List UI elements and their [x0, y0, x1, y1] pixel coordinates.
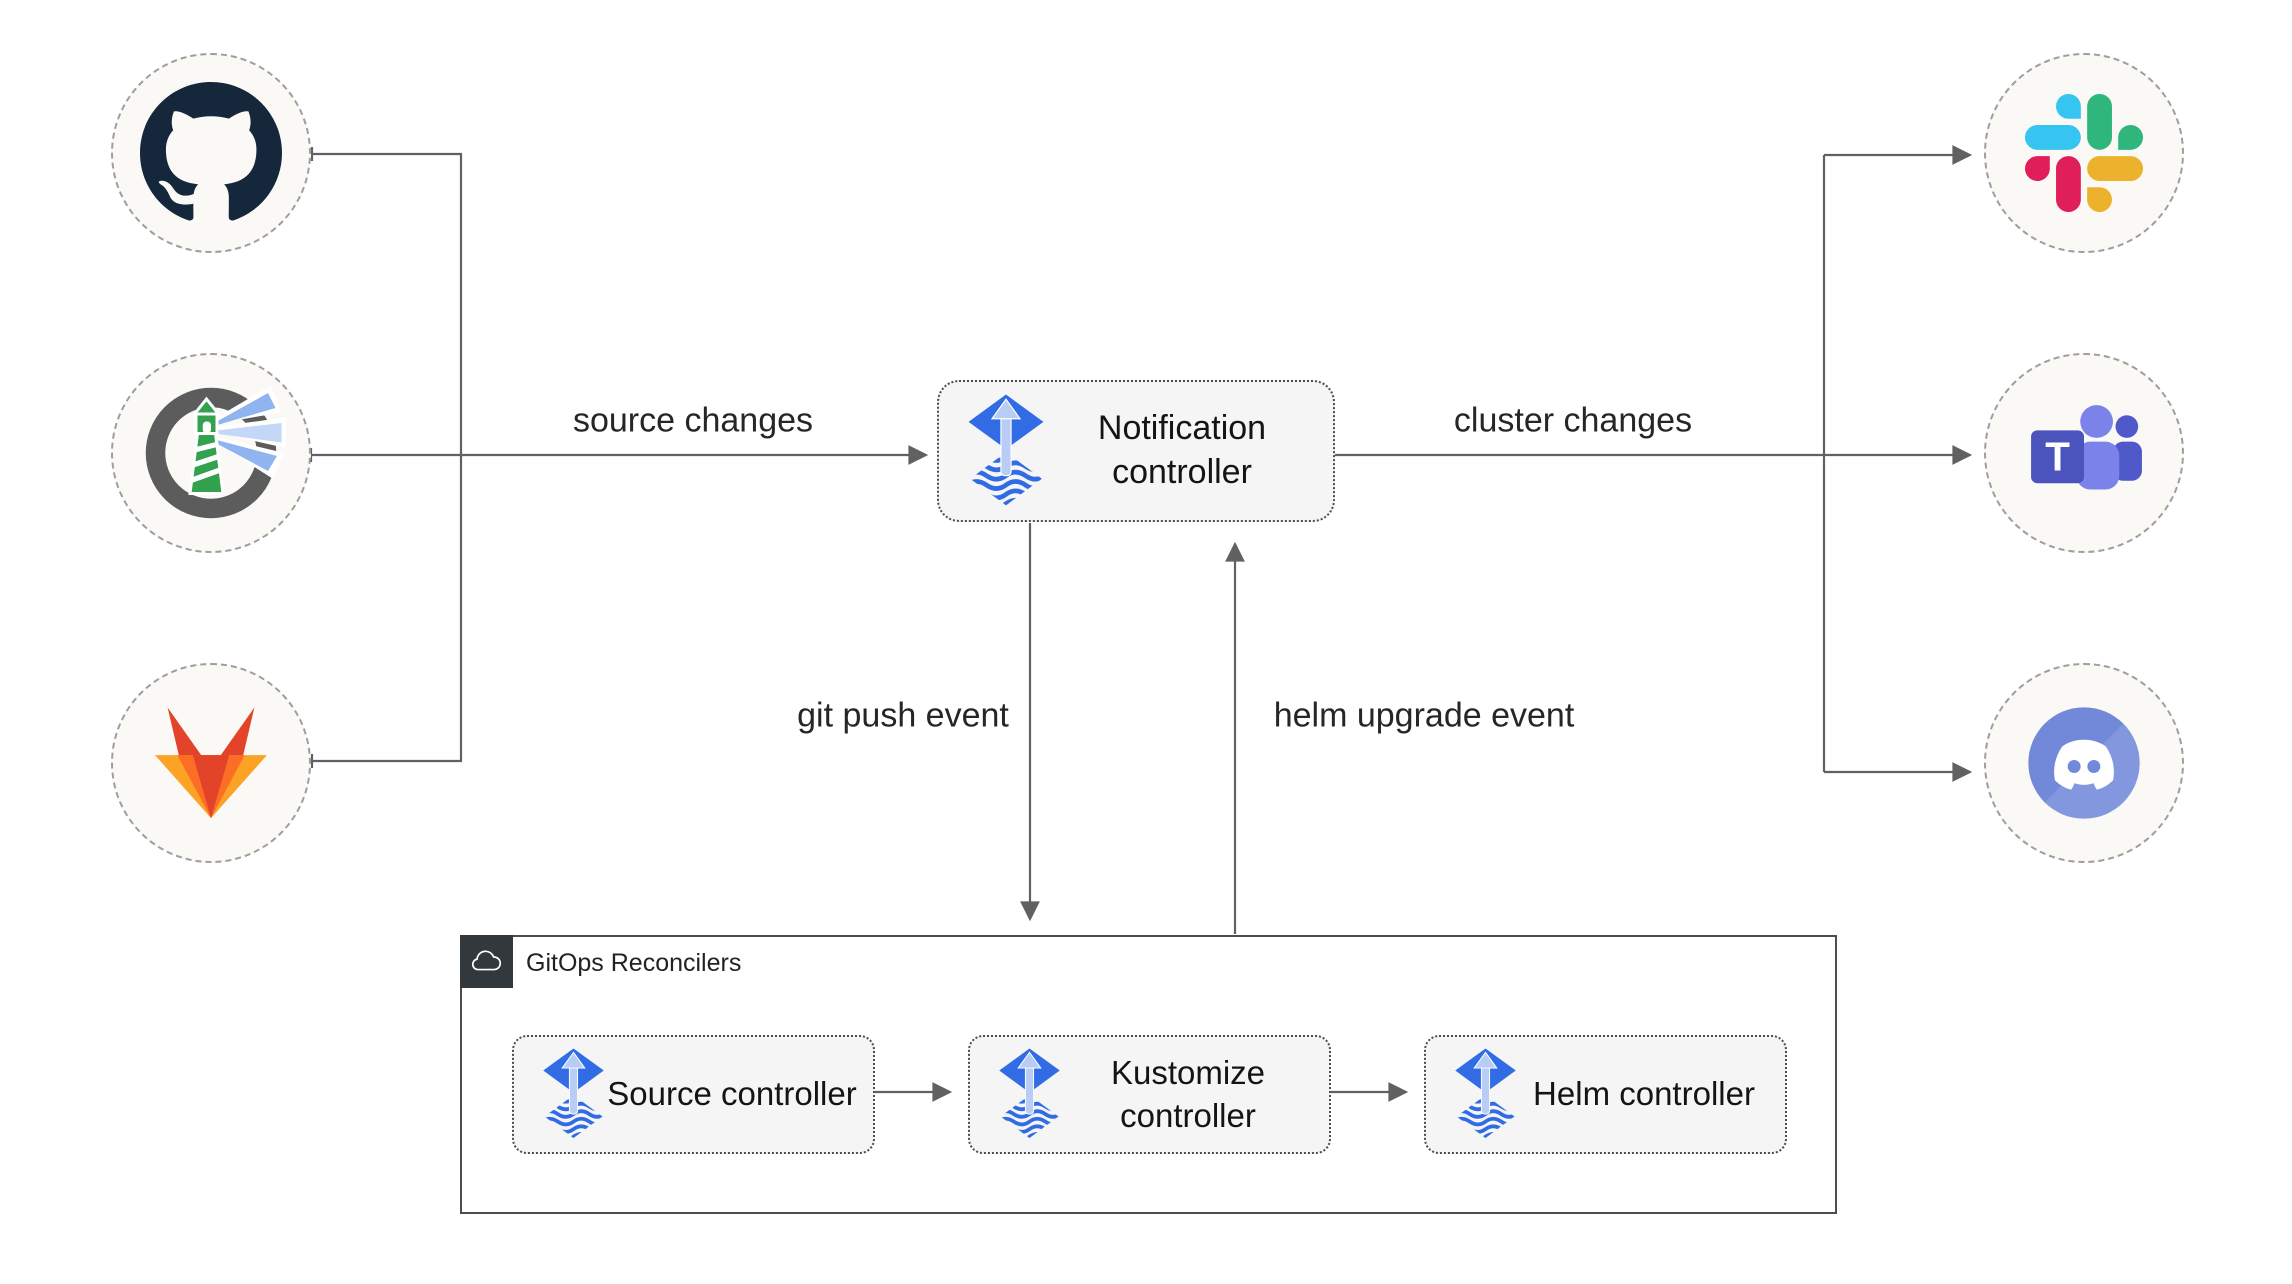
left-branch-line	[312, 152, 463, 763]
gitops-reconcilers-title: GitOps Reconcilers	[526, 949, 742, 977]
teams-node	[1984, 353, 2184, 553]
harbor-node	[111, 353, 311, 553]
slack-node	[1984, 53, 2184, 253]
discord-icon	[2026, 705, 2142, 821]
source-controller-label: Source controller	[607, 1075, 857, 1113]
source-controller-node: Source controller	[512, 1035, 875, 1154]
cloud-icon	[469, 950, 503, 973]
kustomize-controller-label: Kustomize controller	[1110, 1054, 1266, 1134]
teams-icon	[2021, 390, 2147, 516]
gitlab-icon	[141, 699, 281, 828]
notification-controller-label: Notification controller	[1097, 409, 1267, 491]
slack-icon	[2025, 94, 2143, 212]
git-push-event-label: git push event	[797, 696, 1009, 735]
container-tag	[459, 934, 513, 988]
github-icon	[140, 82, 282, 224]
github-node	[111, 53, 311, 253]
flux-icon	[1454, 1047, 1517, 1142]
helm-upgrade-event-label: helm upgrade event	[1273, 696, 1575, 735]
discord-node	[1984, 663, 2184, 863]
source-changes-label: source changes	[572, 401, 814, 440]
kustomize-controller-node: Kustomize controller	[968, 1035, 1331, 1154]
flux-icon	[998, 1047, 1061, 1142]
gitlab-node	[111, 663, 311, 863]
helm-controller-label: Helm controller	[1533, 1075, 1755, 1113]
notification-controller-node: Notification controller	[937, 380, 1335, 522]
cluster-changes-label: cluster changes	[1453, 401, 1693, 440]
flux-icon	[967, 393, 1045, 510]
harbor-icon	[136, 378, 286, 528]
flux-icon	[542, 1047, 605, 1142]
gitops-reconcilers-container: GitOps Reconcilers Source controller Kus…	[459, 934, 1837, 1214]
helm-controller-node: Helm controller	[1424, 1035, 1787, 1154]
